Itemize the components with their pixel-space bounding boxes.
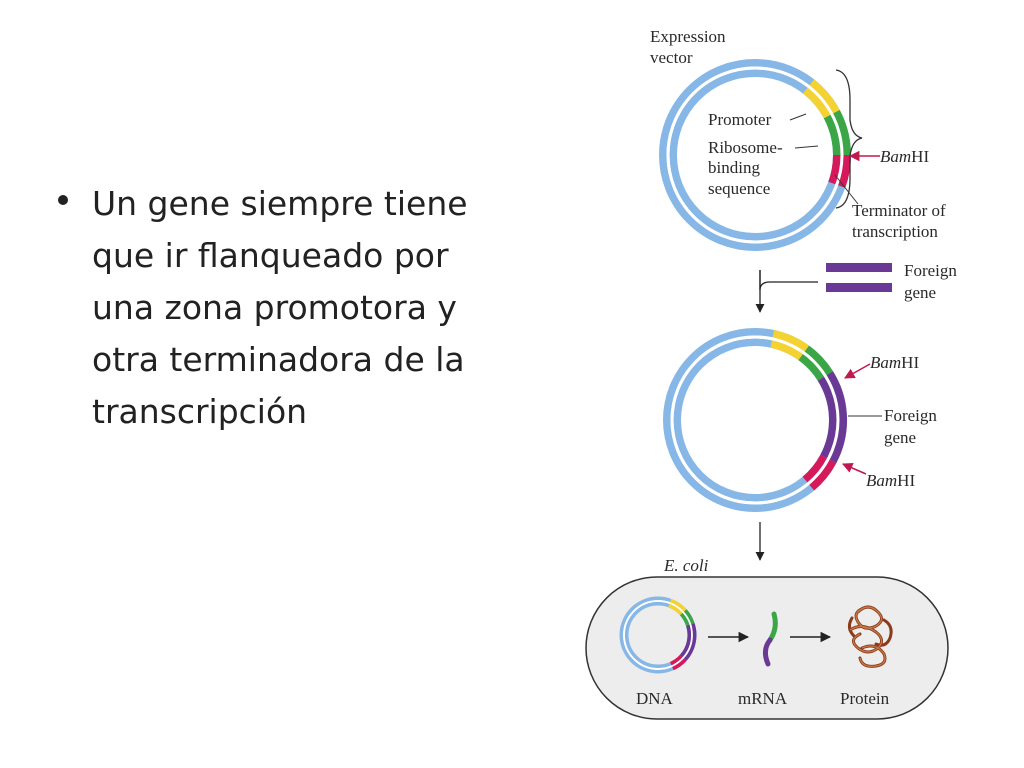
plasmid-original	[659, 59, 852, 251]
label-bamhi-2-italic: Bam	[870, 353, 901, 372]
label-bamhi-3-italic: Bam	[866, 471, 897, 490]
label-ribosome: Ribosome-	[708, 138, 783, 157]
svg-text:vector: vector	[650, 48, 693, 67]
svg-text:gene: gene	[884, 428, 916, 447]
svg-text:BamHI: BamHI	[880, 147, 929, 166]
label-foreign-2: Foreign	[884, 406, 937, 425]
svg-text:Promoter: Promoter	[708, 110, 772, 129]
svg-text:Expression: Expression	[650, 27, 726, 46]
vector-brace	[835, 69, 863, 209]
protein-icon-fill	[849, 606, 886, 667]
label-bamhi-3-roman: HI	[897, 471, 915, 490]
label-vector: vector	[650, 48, 693, 67]
foreign-gene-strand-bottom	[826, 283, 892, 292]
svg-text:Ribosome-: Ribosome-	[708, 138, 783, 157]
label-dna: DNA	[636, 689, 674, 708]
svg-text:Foreign: Foreign	[884, 406, 937, 425]
foreign-gene-strand-top	[826, 263, 892, 272]
label-foreign-1: Foreign	[904, 261, 957, 280]
svg-text:Protein: Protein	[840, 689, 890, 708]
label-terminator: Terminator of	[852, 201, 946, 220]
label-binding: binding	[708, 158, 760, 177]
label-promoter: Promoter	[708, 110, 772, 129]
plasmid2-separator	[670, 335, 840, 505]
label-expression: Expression	[650, 27, 726, 46]
leader-promoter	[789, 113, 807, 121]
label-mrna: mRNA	[738, 689, 788, 708]
svg-text:Terminator of: Terminator of	[852, 201, 946, 220]
cell-plasmid-separator	[623, 600, 693, 670]
step-arrow-1	[759, 270, 818, 291]
bamhi-arrow-2	[844, 363, 871, 379]
label-bamhi-2-roman: HI	[901, 353, 919, 372]
svg-text:BamHI: BamHI	[870, 353, 919, 372]
label-gene-2: gene	[884, 428, 916, 447]
leader-terminator	[834, 174, 859, 205]
svg-text:sequence: sequence	[708, 179, 770, 198]
svg-text:mRNA: mRNA	[738, 689, 788, 708]
svg-text:binding: binding	[708, 158, 760, 177]
svg-text:gene: gene	[904, 283, 936, 302]
svg-text:Foreign: Foreign	[904, 261, 957, 280]
cell-plasmid	[619, 596, 697, 674]
mrna-strand-purple	[762, 637, 773, 667]
label-bamhi-1-italic: Bam	[880, 147, 911, 166]
label-protein: Protein	[840, 689, 890, 708]
svg-text:DNA: DNA	[636, 689, 674, 708]
label-gene-1: gene	[904, 283, 936, 302]
bullet-text: Un gene siempre tiene que ir flanqueado …	[92, 184, 468, 431]
leader-rbs	[794, 145, 819, 149]
label-ecoli: E. coli	[663, 556, 709, 575]
svg-text:E. coli: E. coli	[663, 556, 709, 575]
plasmid-separator	[666, 66, 844, 244]
bullet-marker	[58, 195, 68, 205]
plasmid-recombinant	[663, 328, 847, 512]
bullet-item: Un gene siempre tiene que ir flanqueado …	[58, 178, 498, 438]
label-bamhi-1-roman: HI	[911, 147, 929, 166]
bamhi-arrow-3	[842, 462, 867, 475]
svg-text:transcription: transcription	[852, 222, 938, 241]
svg-text:BamHI: BamHI	[866, 471, 915, 490]
label-sequence: sequence	[708, 179, 770, 198]
label-transcription: transcription	[852, 222, 938, 241]
